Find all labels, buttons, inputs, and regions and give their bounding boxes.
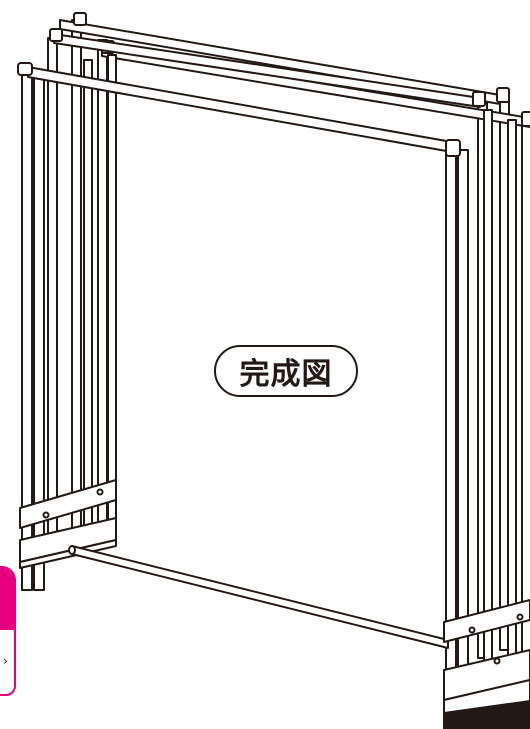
top-bar-1 <box>17 62 461 157</box>
side-tab-accent <box>0 566 16 630</box>
completion-diagram-label: 完成図 <box>214 345 358 397</box>
left-bracket-lower <box>19 517 117 569</box>
top-bar-2 <box>49 28 486 108</box>
side-tab-glyph: › <box>3 654 8 668</box>
bottom-rod <box>68 545 449 649</box>
right-bracket-lower <box>443 649 530 729</box>
title-text: 完成図 <box>239 357 333 392</box>
left-bracket-upper <box>19 479 117 529</box>
side-tab-body <box>0 630 16 696</box>
right-bracket-upper <box>443 599 530 643</box>
top-bar-4 <box>59 12 510 105</box>
